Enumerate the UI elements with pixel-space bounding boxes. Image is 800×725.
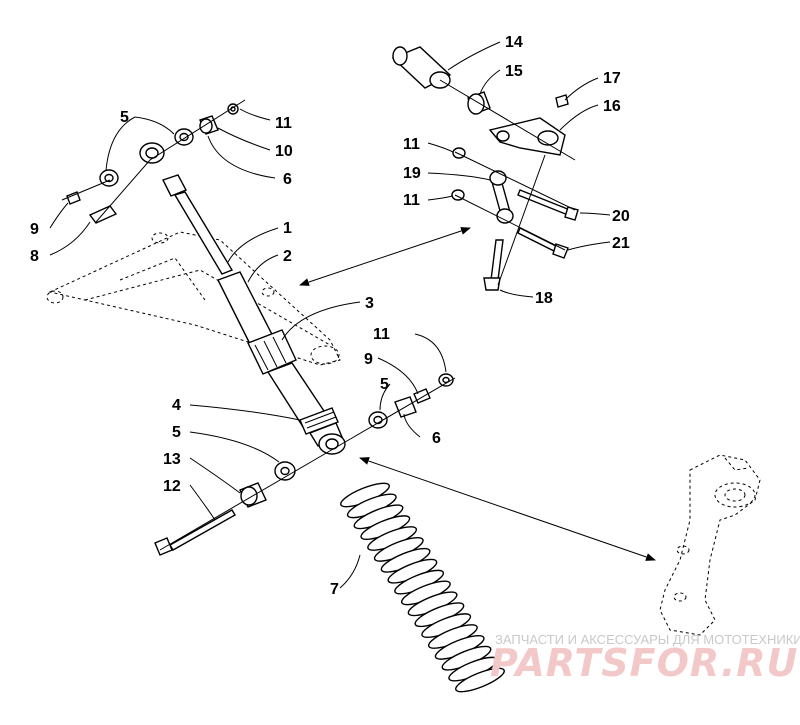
callout-20: 20: [612, 208, 630, 225]
arrow-linkage-to-shock: [299, 227, 471, 286]
callout-13: 13: [163, 451, 181, 468]
callout-8: 8: [30, 248, 39, 265]
callout-10: 10: [275, 143, 293, 160]
linkage-assembly: [391, 46, 579, 291]
callout-5-upper: 5: [120, 109, 129, 126]
spring-coil: [455, 667, 505, 693]
callout-9-right: 9: [364, 351, 373, 368]
leader-lines: [49, 41, 611, 589]
callout-11-upper: 11: [275, 115, 292, 132]
callout-17: 17: [603, 70, 621, 87]
watermark-caption: ЗАПЧАСТИ И АКСЕССУАРЫ ДЛЯ МОТОТЕХНИКИ: [495, 632, 800, 647]
watermark-logo: PARTSFOR.RU: [490, 641, 798, 685]
callout-3: 3: [365, 295, 374, 312]
arrow-shock-to-spindle: [359, 457, 656, 561]
callout-4: 4: [172, 397, 181, 414]
callout-15: 15: [505, 63, 523, 80]
callout-14: 14: [505, 34, 523, 51]
callout-numbers: 1 2 3 4 5 5 5 6 6 7 8 9 9 10 11 11 11 11…: [30, 34, 630, 598]
callout-6-lower: 6: [432, 430, 441, 447]
callout-5-lower: 5: [172, 424, 181, 441]
callout-9-left: 9: [30, 221, 39, 238]
watermark: ЗАПЧАСТИ И АКСЕССУАРЫ ДЛЯ МОТОТЕХНИКИ PA…: [490, 632, 800, 685]
callout-7: 7: [330, 581, 339, 598]
a-arm: [46, 231, 341, 366]
callout-11-linkage-b: 11: [403, 192, 420, 209]
shock-absorber: [139, 142, 346, 455]
assembly-axes: [61, 79, 576, 551]
reference-arrows: [299, 227, 656, 561]
spindle: [659, 454, 761, 636]
callout-11-linkage-a: 11: [403, 136, 420, 153]
callout-16: 16: [603, 98, 621, 115]
callout-12: 12: [163, 478, 181, 495]
spring: [340, 482, 505, 693]
callout-19: 19: [403, 165, 421, 182]
callout-21: 21: [612, 235, 630, 252]
callout-11-lower: 11: [373, 326, 390, 343]
callout-1: 1: [283, 220, 292, 237]
lower-hardware: [154, 373, 454, 556]
callout-2: 2: [283, 248, 292, 265]
callout-18: 18: [535, 290, 553, 307]
callout-5-right: 5: [380, 376, 389, 393]
callout-6-upper: 6: [283, 171, 292, 188]
